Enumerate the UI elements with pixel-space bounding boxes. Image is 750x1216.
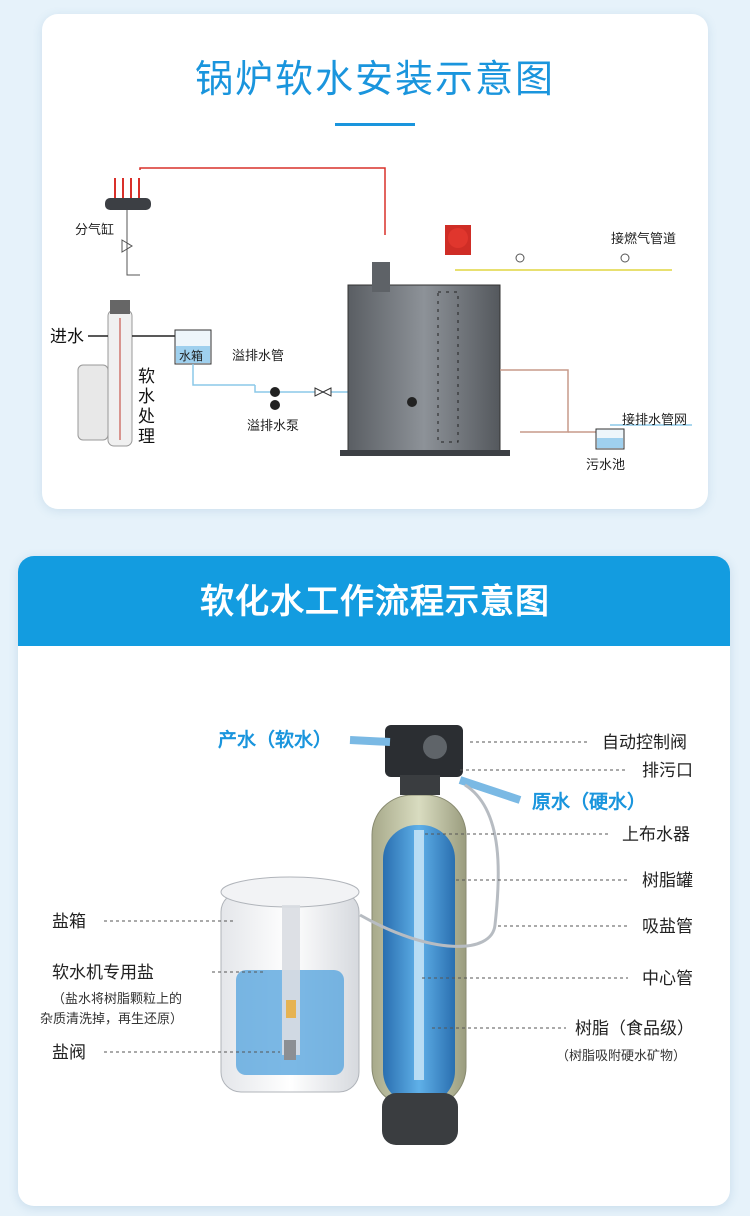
installation-title: 锅炉软水安装示意图 xyxy=(194,57,555,101)
overflow-pump xyxy=(254,385,355,410)
product-water-label: 产水（软水） xyxy=(218,728,332,751)
gas-cylinder-label: 分气缸 xyxy=(75,222,114,238)
softener-label-2: 水 xyxy=(138,387,155,407)
resin-tank-label: 树脂罐 xyxy=(642,871,693,891)
overflow-pipe-label: 溢排水管 xyxy=(232,349,284,364)
water-tank xyxy=(174,329,255,386)
steam-pipe xyxy=(139,167,386,235)
water-in-label: 进水 xyxy=(50,327,84,347)
drain-outlet-label: 排污口 xyxy=(642,761,693,781)
gas-pipeline xyxy=(455,253,672,271)
resin-label: 树脂（食品级） xyxy=(575,1019,694,1039)
water-tank-label: 水箱 xyxy=(179,348,203,363)
drain-network-label: 接排水管网 xyxy=(622,412,687,428)
salt-label: 软水机专用盐 xyxy=(52,963,154,983)
control-valve xyxy=(385,725,463,795)
brine-pipe-label: 吸盐管 xyxy=(642,917,693,937)
resin-tank xyxy=(371,794,467,1145)
softener-label-4: 理 xyxy=(138,427,155,447)
title-underline xyxy=(335,123,415,126)
salt-note-1: （盐水将树脂颗粒上的 xyxy=(52,991,182,1007)
upper-distributor-label: 上布水器 xyxy=(622,825,690,845)
leader-lines xyxy=(104,741,628,1053)
center-pipe-label: 中心管 xyxy=(642,969,693,989)
sewage-pool-label: 污水池 xyxy=(586,458,625,473)
raw-water-label: 原水（硬水） xyxy=(532,790,646,813)
auto-valve-label: 自动控制阀 xyxy=(602,733,687,753)
drain-line xyxy=(500,369,692,433)
workflow-title-band xyxy=(18,556,730,646)
resin-note: （树脂吸附硬水矿物） xyxy=(556,1049,686,1064)
softener-label-1: 软 xyxy=(138,367,155,387)
flow-pipes xyxy=(349,736,522,948)
salt-note-2: 杂质清洗掉，再生还原） xyxy=(40,1012,183,1027)
overflow-pump-label: 溢排水泵 xyxy=(247,419,299,434)
salt-box xyxy=(220,876,360,1093)
sewage-pool xyxy=(595,428,625,450)
gas-manifold xyxy=(105,178,151,276)
brine-valve-label: 盐阀 xyxy=(52,1043,86,1063)
softener-unit xyxy=(77,300,133,447)
workflow-title: 软化水工作流程示意图 xyxy=(200,582,550,622)
boiler xyxy=(340,225,510,456)
gas-pipeline-label: 接燃气管道 xyxy=(611,231,676,247)
salt-box-label: 盐箱 xyxy=(52,912,86,932)
softener-label-3: 处 xyxy=(138,407,155,427)
